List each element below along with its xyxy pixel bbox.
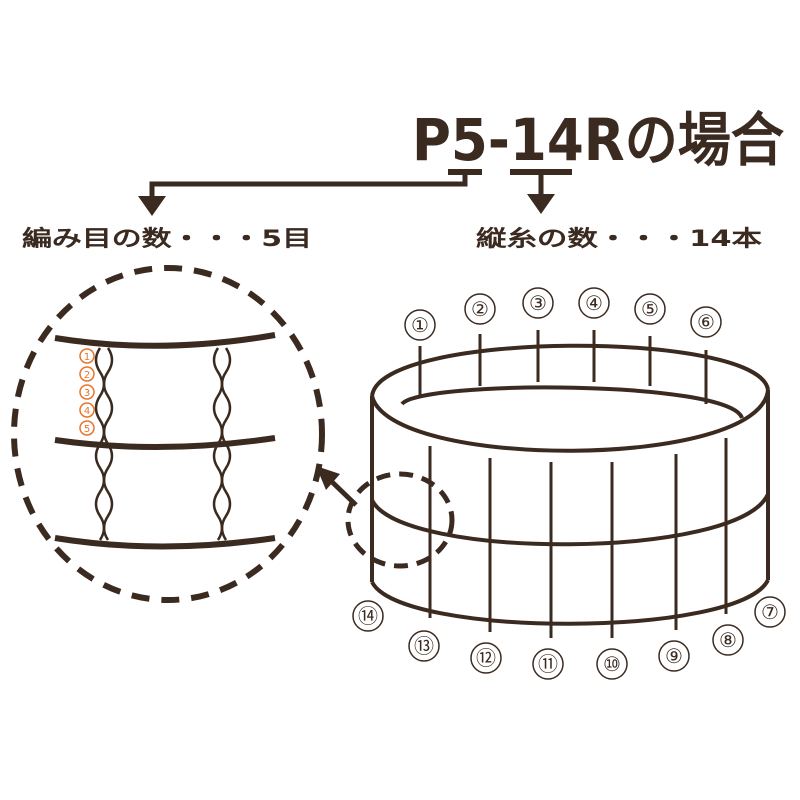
warp-number-6: ⑥ — [697, 310, 715, 334]
zoom-circle — [11, 265, 325, 603]
warp-number-8-circle — [712, 624, 744, 656]
warp-number-10: ⑩ — [603, 652, 621, 676]
warp-number-4: ④ — [585, 291, 603, 315]
basket-rim-front — [370, 389, 770, 453]
weft-line-middle — [54, 435, 276, 451]
stitch-marker-1 — [79, 348, 95, 364]
warp-number-7: ⑦ — [761, 600, 779, 624]
warp-number-10-circle — [596, 648, 628, 680]
arrow-head-warps — [527, 194, 555, 214]
stitch-column-left — [94, 347, 114, 541]
zoom-pointer-arrow-head — [316, 466, 340, 490]
warp-number-1: ① — [411, 313, 429, 337]
basket — [370, 343, 770, 626]
basket-front-warps — [428, 438, 728, 638]
warp-number-9-circle — [658, 640, 690, 672]
stitch-marker-5-label: 5 — [84, 424, 90, 435]
warp-number-2-circle — [464, 293, 496, 325]
basket-weft-middle — [370, 493, 770, 547]
warp-number-labels: ① ② ③ ④ ⑤ ⑥ ⑦ ⑧ ⑨ ⑩ ⑪ ⑫ ⑬ ⑭ — [352, 287, 786, 680]
warp-number-3: ③ — [529, 291, 547, 315]
warp-count-label: 縦糸の数・・・14本 — [476, 226, 762, 252]
warp-number-5: ⑤ — [641, 297, 659, 321]
detail-marker-circle — [345, 471, 455, 569]
stitch-count-label: 編み目の数・・・5目 — [22, 226, 312, 252]
stitch-markers: 1 2 3 4 5 — [79, 348, 95, 436]
warp-number-9: ⑨ — [665, 644, 683, 668]
warp-number-12-circle — [470, 642, 502, 674]
weft-line-top — [54, 332, 276, 349]
warp-number-2: ② — [471, 297, 489, 321]
stitch-marker-4-label: 4 — [84, 406, 90, 417]
diagram-title: P5-14Rの場合 — [412, 106, 784, 174]
basket-rim-back — [370, 343, 770, 397]
warp-number-14-circle — [352, 600, 384, 632]
basket-rim-inner — [400, 385, 744, 420]
warp-number-3-circle — [522, 287, 554, 319]
stitch-marker-2-label: 2 — [84, 370, 90, 381]
basket-back-warps — [418, 330, 708, 404]
warp-number-11: ⑪ — [538, 652, 558, 676]
warp-number-12: ⑫ — [476, 646, 496, 670]
warp-number-4-circle — [578, 287, 610, 319]
basket-weft-bottom — [370, 578, 770, 626]
stitch-marker-1-label: 1 — [84, 352, 90, 363]
warp-number-14: ⑭ — [358, 604, 378, 628]
stitch-column-right — [212, 347, 232, 541]
warp-number-6-circle — [690, 306, 722, 338]
warp-number-8: ⑧ — [719, 628, 737, 652]
stitch-marker-3 — [79, 384, 95, 400]
stitch-marker-4 — [79, 402, 95, 418]
warp-number-5-circle — [634, 293, 666, 325]
arrow-to-stitches — [149, 172, 468, 200]
stitch-marker-3-label: 3 — [84, 388, 90, 399]
warp-number-7-circle — [754, 596, 786, 628]
arrow-head-stitches — [138, 196, 166, 216]
warp-number-11-circle — [532, 648, 564, 680]
warp-number-1-circle — [404, 309, 436, 341]
warp-number-13: ⑬ — [414, 634, 434, 658]
weft-line-bottom — [54, 535, 276, 550]
stitch-marker-5 — [79, 420, 95, 436]
warp-number-13-circle — [408, 630, 440, 662]
stitch-marker-2 — [79, 366, 95, 382]
